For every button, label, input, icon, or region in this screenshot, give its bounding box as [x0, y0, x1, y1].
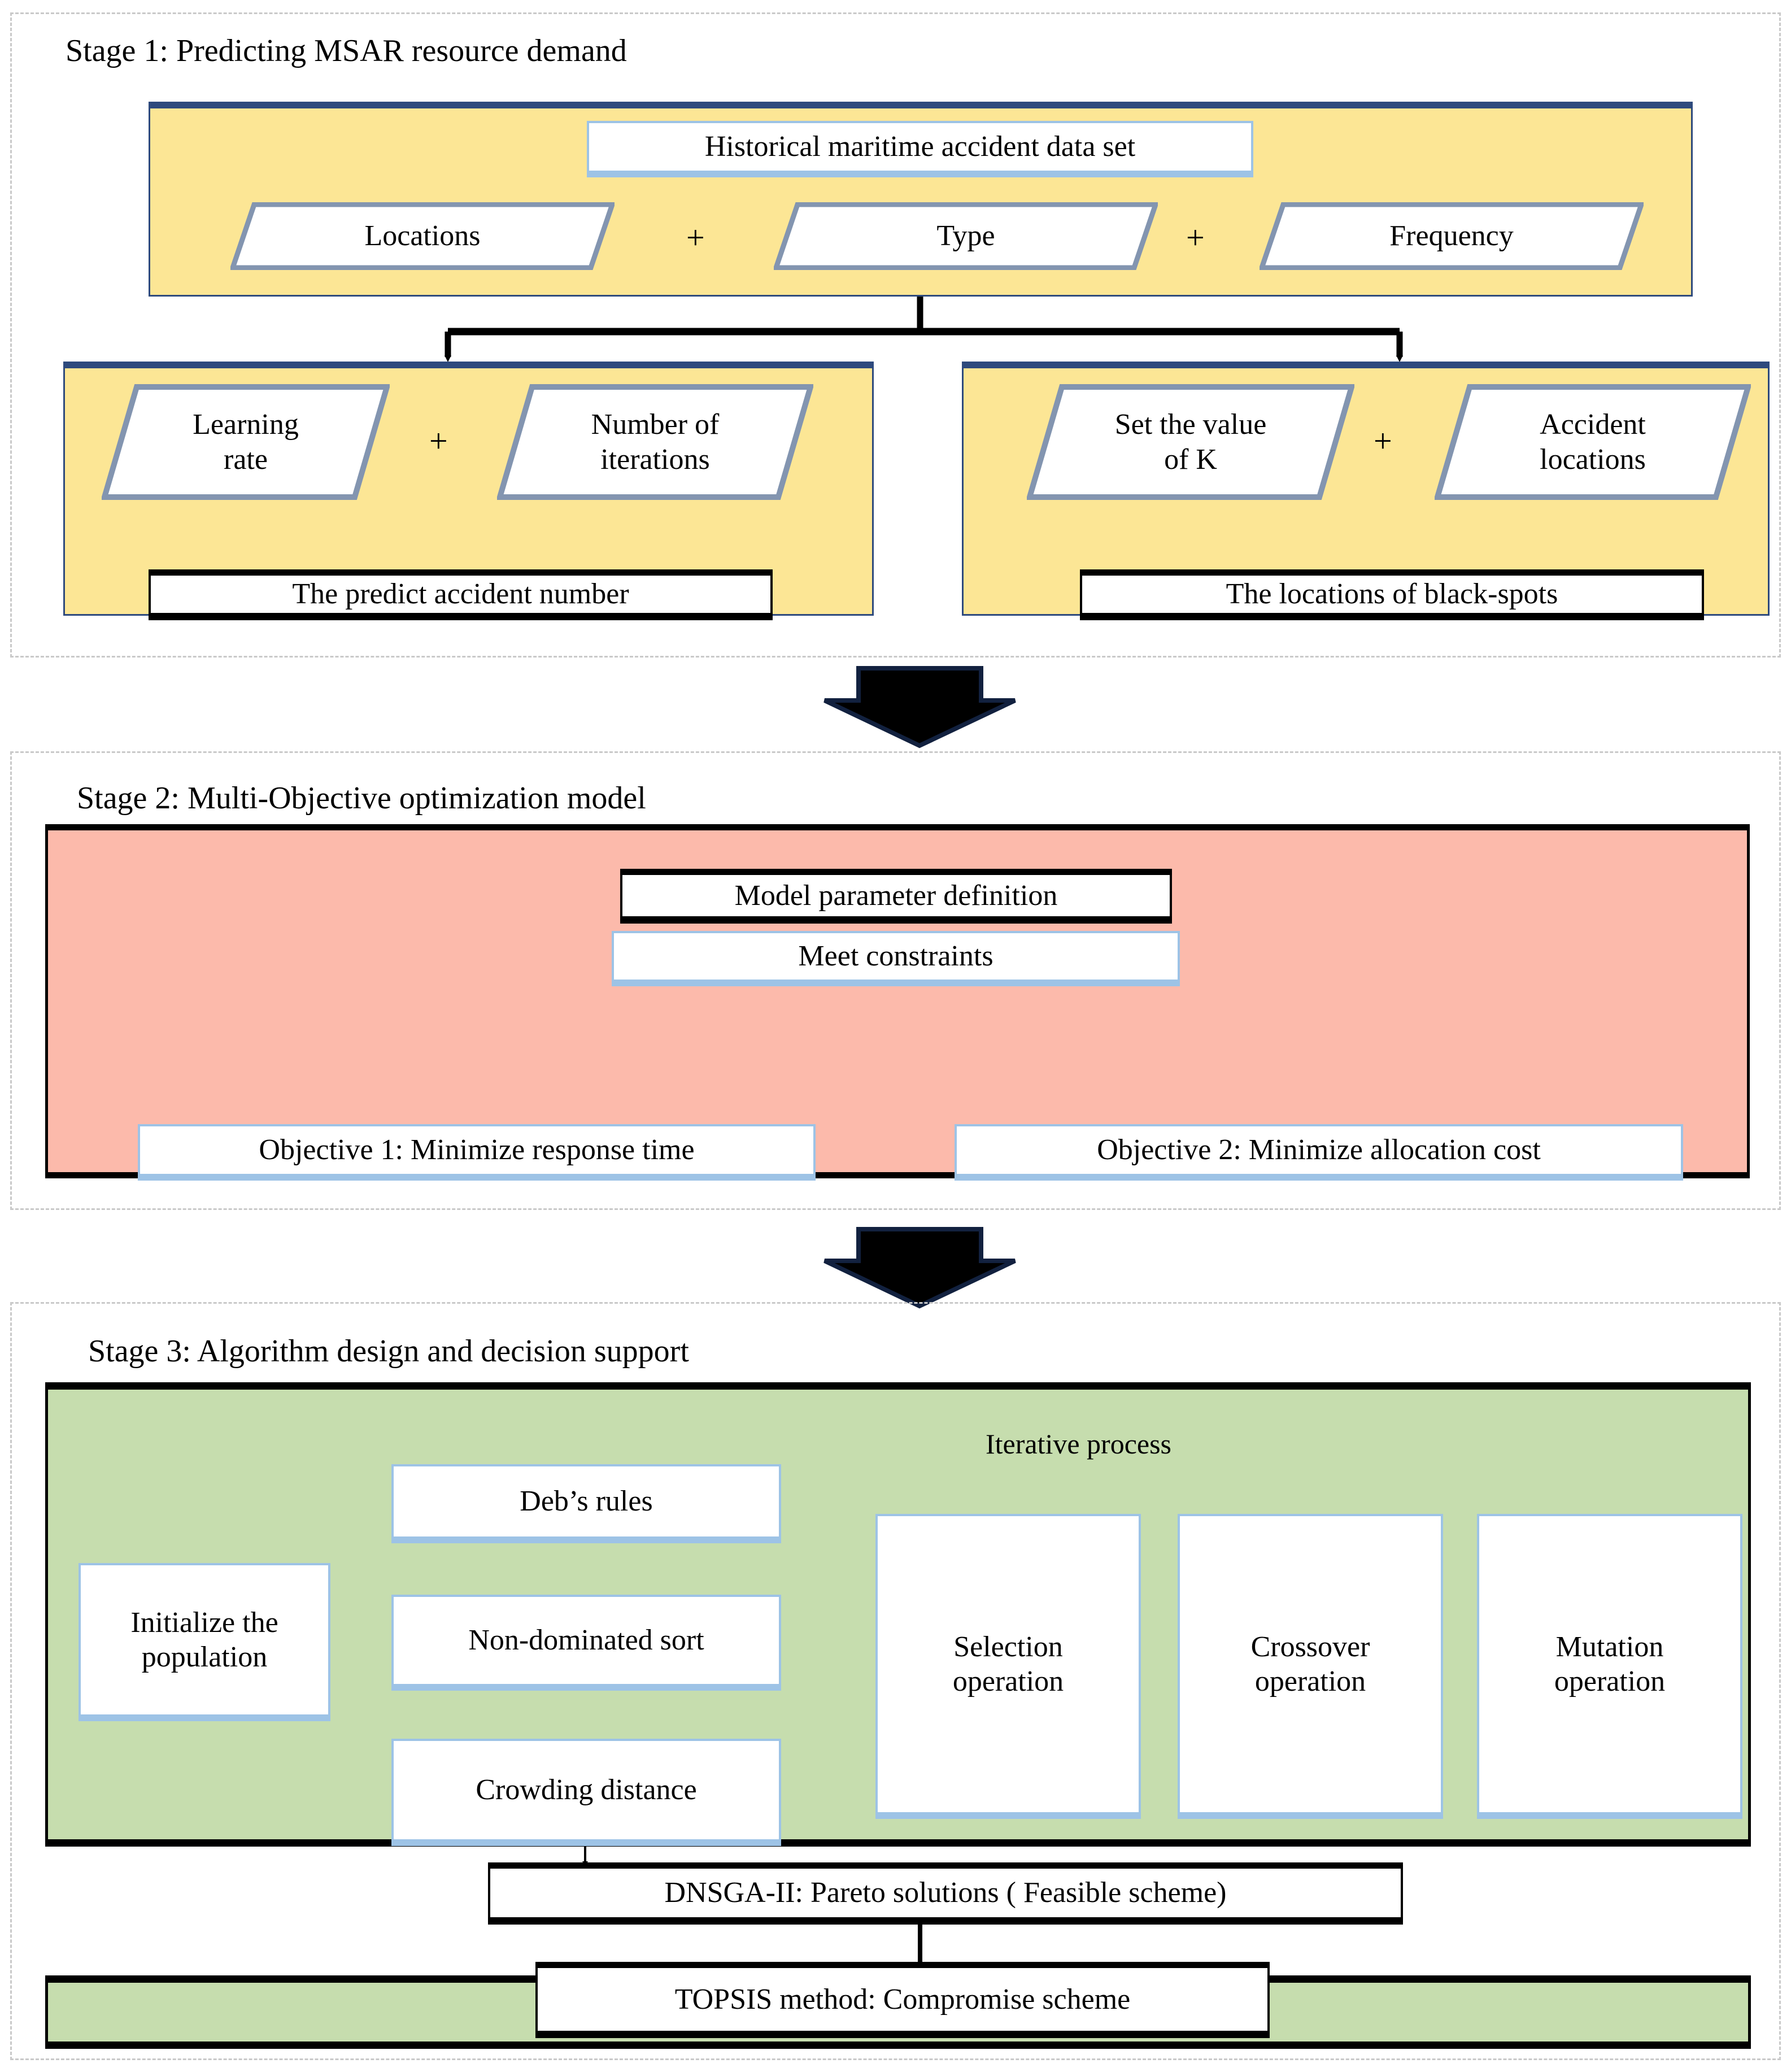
selection-operation-box: Selection operation: [875, 1514, 1141, 1819]
param-set-k-label: Set the value of K: [1114, 408, 1267, 476]
stage1-title: Stage 1: Predicting MSAR resource demand: [66, 33, 627, 68]
initialize-population-box: Initialize the population: [79, 1563, 330, 1721]
input-type-label: Type: [936, 220, 995, 253]
iterative-process-label: Iterative process: [986, 1428, 1172, 1460]
stage2-title: Stage 2: Multi-Objective optimization mo…: [77, 781, 646, 816]
crowding-distance-box: Crowding distance: [391, 1739, 781, 1846]
param-accident-locations-label: Accident locations: [1540, 408, 1646, 476]
input-frequency-shape: Frequency: [1260, 202, 1644, 270]
plus-sign-4: +: [1374, 423, 1392, 459]
dnsga-pareto-solutions-box: DNSGA-II: Pareto solutions ( Feasible sc…: [488, 1862, 1403, 1925]
debs-rules-box: Deb’s rules: [391, 1464, 781, 1543]
model-parameter-definition-box: Model parameter definition: [620, 869, 1172, 924]
plus-sign-3: +: [429, 423, 448, 459]
stage3-container: [10, 1302, 1781, 2060]
plus-sign-1: +: [686, 219, 705, 256]
param-set-k-shape: Set the value of K: [1027, 384, 1354, 500]
param-accident-locations-shape: Accident locations: [1435, 384, 1751, 500]
input-locations-shape: Locations: [230, 202, 615, 270]
stage2-to-stage3-arrow: [823, 1227, 1016, 1309]
param-iterations-shape: Number of iterations: [497, 384, 813, 500]
stage1-container: [10, 12, 1781, 658]
stage1-to-stage2-arrow: [823, 666, 1016, 748]
objective-2-box: Objective 2: Minimize allocation cost: [955, 1124, 1683, 1181]
input-type-shape: Type: [774, 202, 1158, 270]
stage2-container: [10, 751, 1781, 1210]
predict-accident-number-box: The predict accident number: [149, 569, 773, 620]
mutation-operation-box: Mutation operation: [1477, 1514, 1742, 1819]
stage3-title: Stage 3: Algorithm design and decision s…: [88, 1334, 689, 1369]
black-spots-locations-box: The locations of black-spots: [1080, 569, 1704, 620]
plus-sign-2: +: [1186, 219, 1205, 256]
param-learning-rate-label: Learning rate: [193, 408, 299, 476]
topsis-compromise-scheme-box: TOPSIS method: Compromise scheme: [535, 1962, 1270, 2038]
input-frequency-label: Frequency: [1389, 220, 1514, 253]
meet-constraints-box: Meet constraints: [612, 931, 1180, 986]
stage2-panel: [45, 824, 1750, 1178]
input-locations-label: Locations: [364, 220, 481, 253]
non-dominated-sort-box: Non-dominated sort: [391, 1595, 781, 1691]
param-iterations-label: Number of iterations: [591, 408, 720, 476]
historical-dataset-box: Historical maritime accident data set: [587, 121, 1253, 177]
crossover-operation-box: Crossover operation: [1178, 1514, 1443, 1819]
objective-1-box: Objective 1: Minimize response time: [138, 1124, 816, 1181]
param-learning-rate-shape: Learning rate: [102, 384, 390, 500]
